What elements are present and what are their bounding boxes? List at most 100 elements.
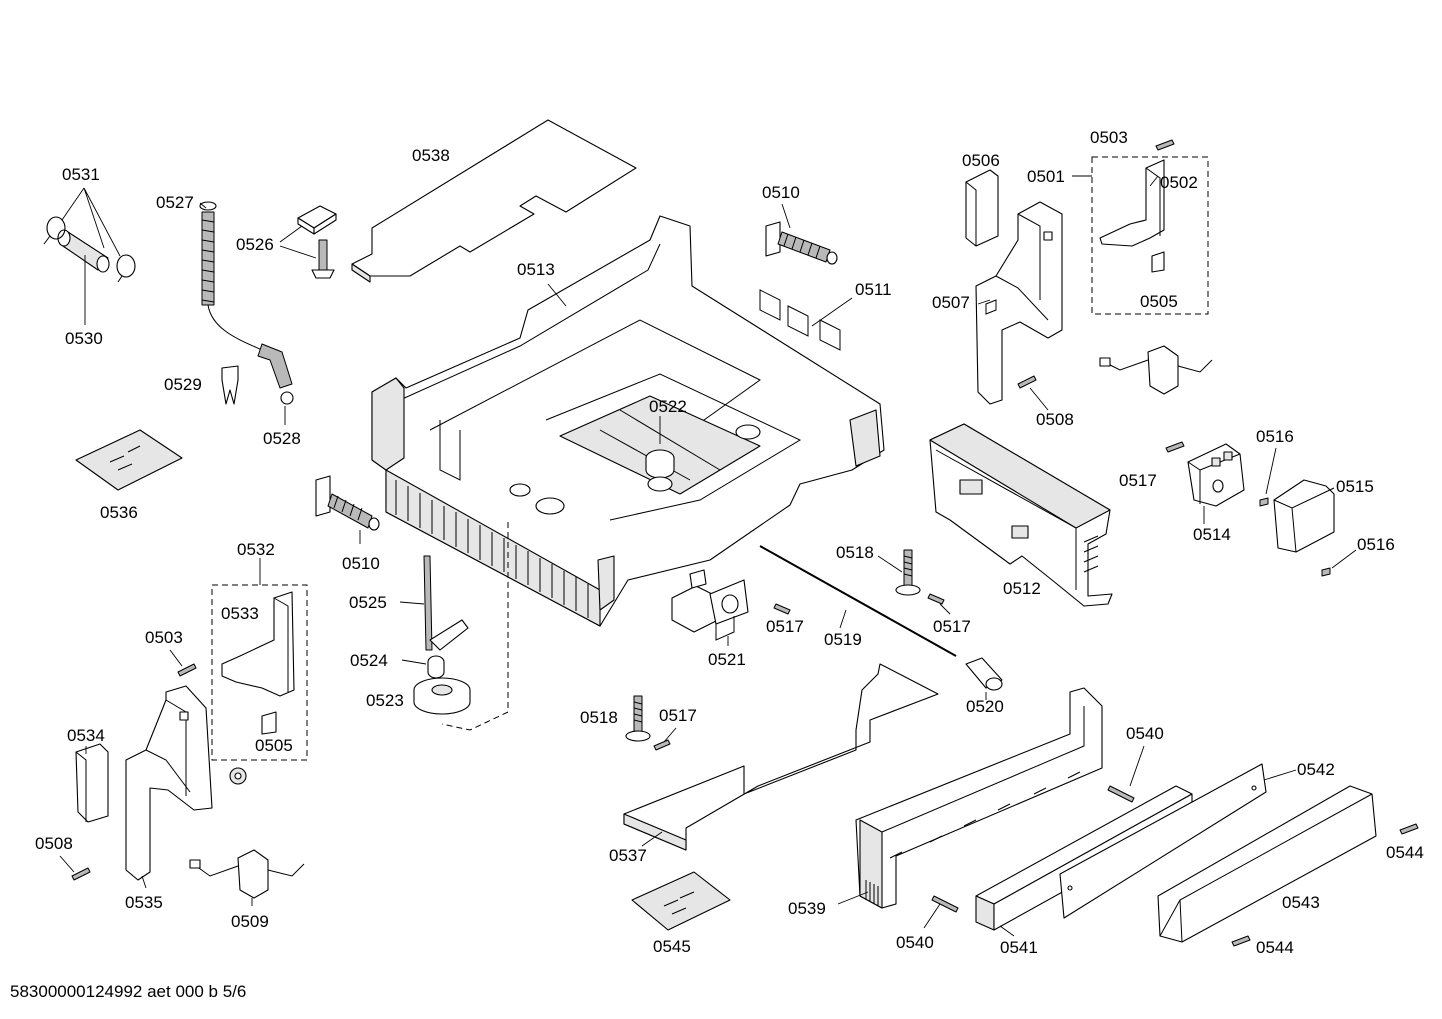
label-0525: 0525	[349, 593, 387, 612]
part-0521-valve	[671, 569, 749, 641]
leader-0541	[999, 925, 1015, 937]
leader-0540-a	[1129, 745, 1145, 787]
part-0540-screw-a	[1107, 785, 1135, 803]
label-0545: 0545	[653, 937, 691, 956]
label-0517-center: 0517	[933, 617, 971, 636]
label-0509: 0509	[231, 912, 269, 931]
label-0503-top: 0503	[1090, 128, 1128, 147]
part-labels: 0531 0530 0527 0526 0529 0528 0536 0538 …	[35, 128, 1424, 957]
part-0540-screw-b	[931, 895, 959, 913]
label-0531: 0531	[62, 165, 100, 184]
leader-0516-b	[1331, 549, 1357, 569]
label-0515: 0515	[1336, 477, 1374, 496]
label-0522: 0522	[649, 397, 687, 416]
part-0518-screw-center	[895, 549, 921, 596]
dashed-box-0532	[211, 584, 308, 761]
label-0537: 0537	[609, 846, 647, 865]
part-0539-trough	[855, 687, 1103, 909]
leader-0507	[977, 299, 991, 305]
label-0518-center: 0518	[836, 543, 874, 562]
leader-0502	[1149, 175, 1159, 187]
part-0523-wheel	[413, 677, 471, 715]
part-0537-panel	[623, 663, 939, 851]
part-0543-tray	[1157, 785, 1377, 943]
part-0517-screw-center-a	[927, 593, 945, 605]
label-0501: 0501	[1027, 167, 1065, 186]
label-0530: 0530	[65, 329, 103, 348]
label-0512: 0512	[1003, 579, 1041, 598]
part-0503-screw-left	[177, 663, 197, 677]
leader-0535	[141, 875, 147, 889]
leader-0508-left	[59, 855, 75, 873]
leader-0525	[399, 601, 425, 605]
part-0510-spring-top	[765, 221, 838, 265]
part-0533-bracket	[221, 591, 295, 697]
footer-code: 58300000124992 aet 000 b 5/6	[10, 982, 246, 1001]
leader-0510-top	[781, 203, 791, 229]
label-0538: 0538	[412, 146, 450, 165]
part-0514-housing	[1187, 443, 1245, 507]
label-0523: 0523	[366, 691, 404, 710]
part-0536-bag	[75, 429, 183, 491]
label-0544-b: 0544	[1256, 938, 1294, 957]
label-0535: 0535	[125, 893, 163, 912]
label-0544-a: 0544	[1386, 843, 1424, 862]
label-0540-b: 0540	[896, 933, 934, 952]
label-0505-top: 0505	[1140, 292, 1178, 311]
part-0529-clip	[221, 365, 239, 405]
leader-0526	[279, 225, 317, 259]
leader-0516-a	[1265, 447, 1277, 495]
part-sensor-top-right	[1099, 345, 1213, 395]
label-0527: 0527	[156, 193, 194, 212]
part-0517-screw-right	[1165, 441, 1185, 453]
part-0513-base-tub	[371, 215, 885, 627]
label-0524: 0524	[350, 651, 388, 670]
part-0512-controller	[929, 423, 1113, 607]
part-0544-screw-a	[1399, 823, 1419, 835]
leader-0539	[837, 891, 869, 905]
part-0517-screw-lower	[653, 739, 671, 751]
leader-0503-left	[169, 649, 183, 667]
part-0535-plate	[125, 685, 213, 881]
part-0524-float	[427, 655, 445, 679]
label-0517-right: 0517	[1119, 471, 1157, 490]
part-0516-screw-a	[1259, 497, 1269, 507]
part-0527-hose	[199, 201, 294, 405]
part-0505-clip-left	[261, 711, 277, 735]
part-0509-sensor	[189, 849, 305, 899]
leader-0540-b	[923, 903, 941, 929]
leader-0517-center	[939, 603, 951, 615]
leader-0508-right	[1029, 387, 1049, 411]
leader-0531	[61, 187, 121, 257]
label-0533: 0533	[221, 604, 259, 623]
leader-0511	[811, 297, 853, 327]
label-0543: 0543	[1282, 893, 1320, 912]
label-0517-center-left: 0517	[766, 617, 804, 636]
label-0516-b: 0516	[1357, 535, 1395, 554]
label-0505-left: 0505	[255, 736, 293, 755]
part-0503-screw-top	[1155, 139, 1175, 151]
part-0530-tube	[57, 229, 110, 273]
label-0516-a: 0516	[1256, 427, 1294, 446]
label-0542: 0542	[1297, 760, 1335, 779]
part-0526-fastener	[297, 205, 337, 279]
label-0528: 0528	[263, 429, 301, 448]
label-0510-left: 0510	[342, 554, 380, 573]
part-0516-screw-b	[1321, 567, 1331, 577]
label-0503-left: 0503	[145, 628, 183, 647]
label-0517-lower: 0517	[659, 706, 697, 725]
label-0502: 0502	[1160, 173, 1198, 192]
leader-0517-lower	[663, 727, 677, 743]
part-0538-top-panel	[351, 119, 637, 283]
part-0518-screw-lower	[625, 695, 651, 742]
part-0525-rod	[423, 555, 469, 651]
label-0519: 0519	[824, 630, 862, 649]
leader-0542	[1263, 769, 1297, 781]
label-0532: 0532	[237, 540, 275, 559]
leader-0537	[641, 831, 663, 847]
leader-0513	[547, 283, 567, 307]
leader-0527	[199, 202, 207, 209]
label-0511: 0511	[855, 280, 892, 299]
